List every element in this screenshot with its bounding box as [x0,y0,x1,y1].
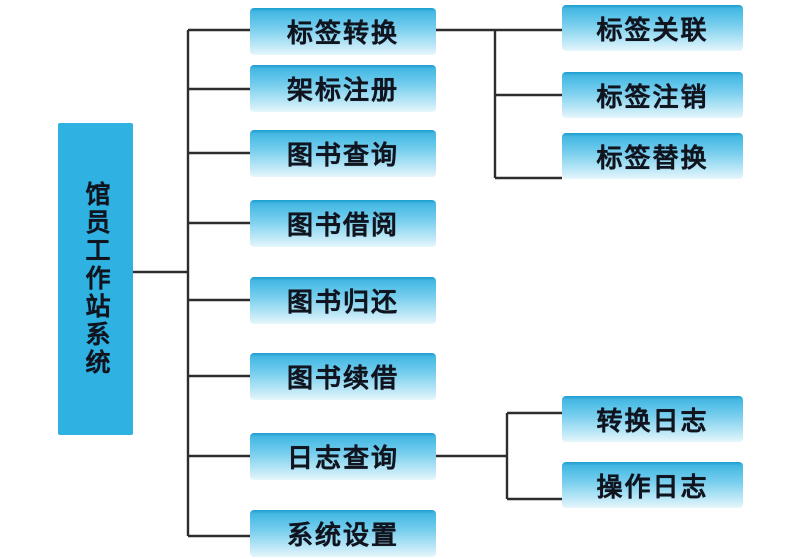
node-book-borrow: 图书借阅 [250,200,436,247]
node-book-return: 图书归还 [250,277,436,324]
node-tag-deregistration: 标签注销 [562,72,743,118]
node-label: 标签转换 [286,18,399,48]
node-root-label: 馆员工作站系统 [82,181,110,377]
node-label: 架标注册 [286,75,399,105]
node-root: 馆员工作站系统 [58,123,133,435]
node-label: 日志查询 [286,443,399,473]
node-operation-log: 操作日志 [562,462,743,508]
node-book-query: 图书查询 [250,130,436,177]
node-label: 系统设置 [286,520,399,550]
node-tag-association: 标签关联 [562,5,743,51]
node-label: 标签注销 [596,81,709,112]
node-conversion-log: 转换日志 [562,396,743,442]
node-label: 标签替换 [596,142,709,173]
node-log-query: 日志查询 [250,433,436,480]
node-book-renew: 图书续借 [250,353,436,400]
node-label: 图书归还 [286,287,399,317]
node-label: 标签关联 [596,14,709,45]
node-tag-conversion: 标签转换 [250,8,436,55]
node-shelf-tag-registration: 架标注册 [250,65,436,112]
node-tag-replacement: 标签替换 [562,133,743,179]
node-label: 操作日志 [596,471,709,502]
node-label: 图书借阅 [286,210,399,240]
node-system-settings: 系统设置 [250,510,436,557]
node-label: 图书续借 [286,363,399,393]
node-label: 转换日志 [596,405,709,436]
node-label: 图书查询 [286,140,399,170]
